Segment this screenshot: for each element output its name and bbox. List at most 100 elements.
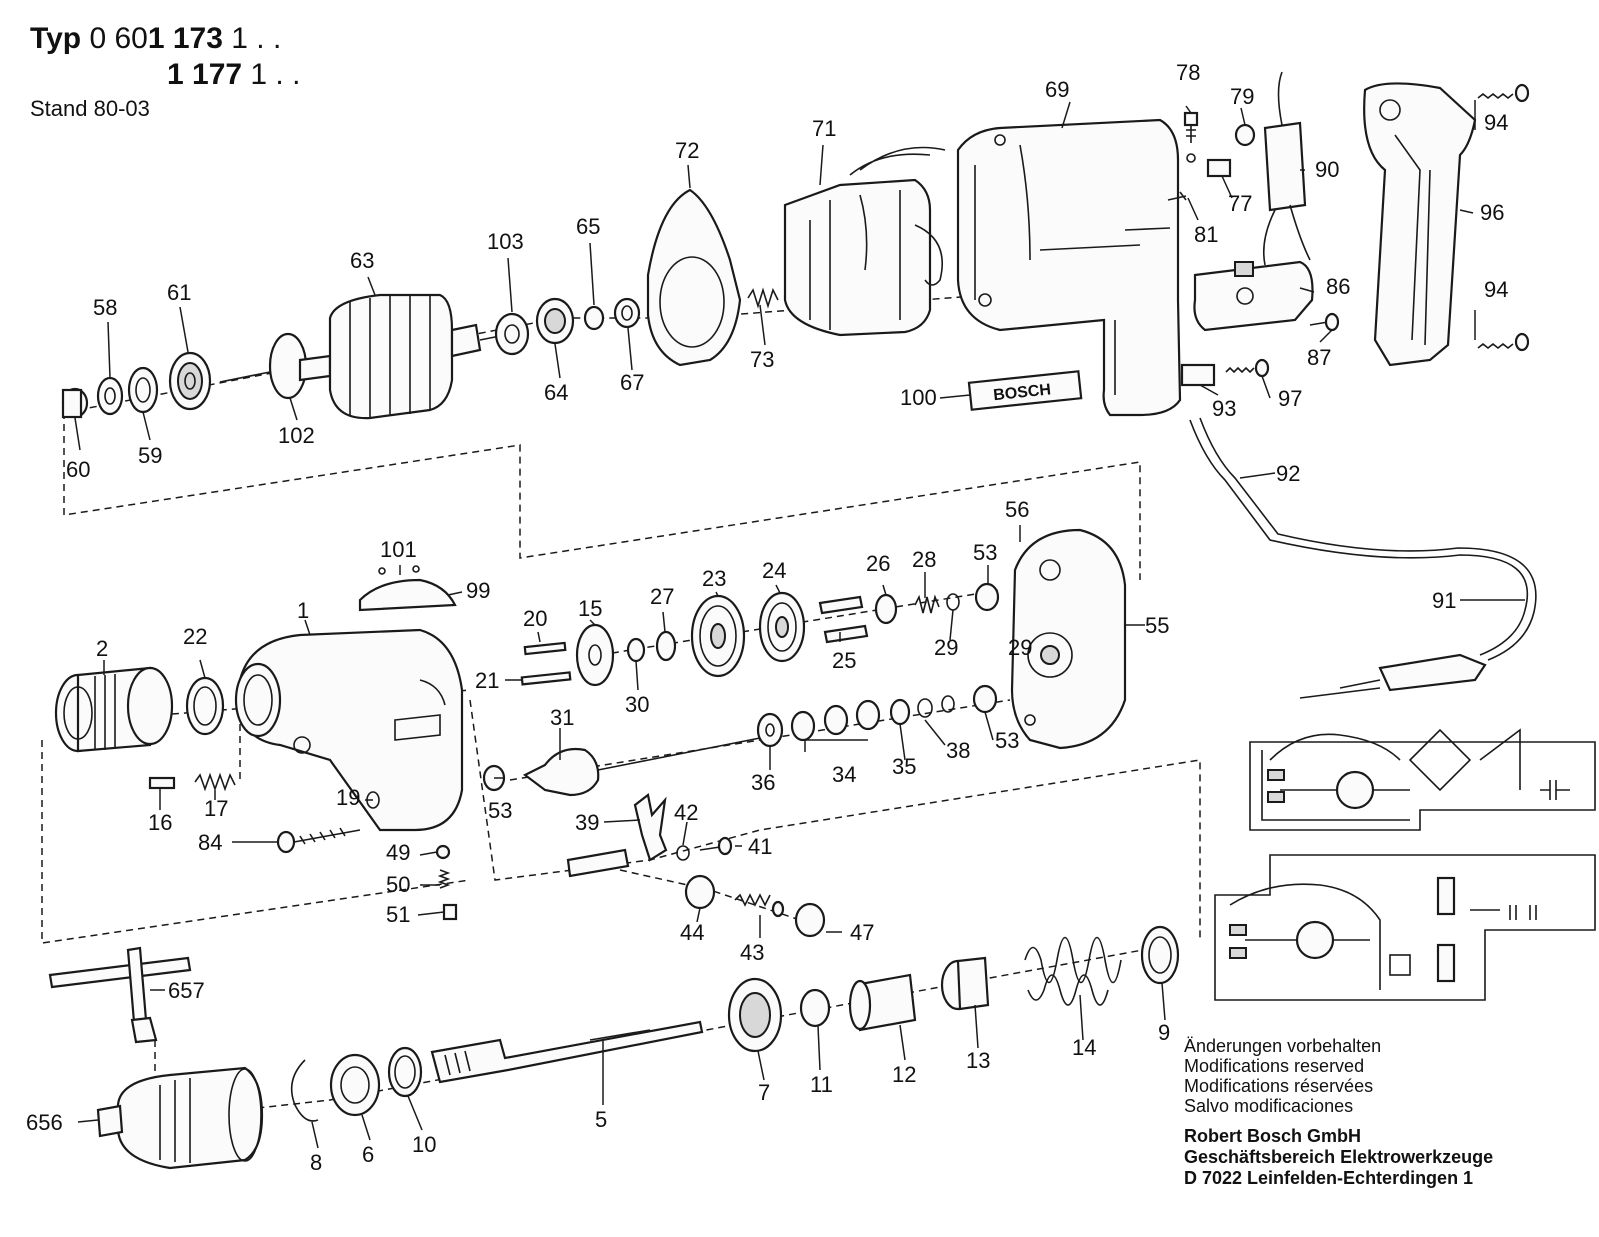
part-2-chuck-sleeve (54, 666, 174, 753)
note-en: Modifications reserved (1184, 1056, 1365, 1076)
label-103: 103 (487, 229, 524, 254)
part-64-bearing (535, 297, 575, 345)
part-29b-ring (941, 695, 955, 713)
part-96-handle (1363, 82, 1477, 367)
label-26: 26 (866, 551, 890, 576)
label-49: 49 (386, 840, 410, 865)
typ-suffix-2: 1 . . (242, 58, 301, 91)
label-38: 38 (946, 738, 970, 763)
modification-notes: Änderungen vorbehalten Modifications res… (1184, 1036, 1381, 1116)
label-47: 47 (850, 920, 874, 945)
note-es: Salvo modificaciones (1184, 1096, 1354, 1116)
part-13-sleeve (940, 956, 990, 1011)
label-13: 13 (966, 1048, 990, 1073)
leader-lines (74, 100, 1525, 1149)
typ-prefix: 0 60 (89, 22, 148, 55)
wiring-schematic-2 (1214, 854, 1596, 1001)
company-name: Robert Bosch GmbH (1184, 1126, 1362, 1146)
label-22: 22 (183, 624, 207, 649)
label-73: 73 (750, 347, 774, 372)
label-67: 67 (620, 370, 644, 395)
part-78-screw (1183, 111, 1199, 163)
label-55: 55 (1145, 613, 1169, 638)
part-100-nameplate: BOSCH (967, 370, 1083, 411)
label-657: 657 (168, 978, 205, 1003)
part-42-ring (676, 845, 690, 861)
label-99: 99 (466, 578, 490, 603)
label-31: 31 (550, 705, 574, 730)
part-20-21-pins (520, 641, 572, 686)
part-81-screw (1167, 191, 1187, 201)
label-94a: 94 (1484, 110, 1508, 135)
type-designation-2: 1 177 1 . . (167, 58, 300, 92)
part-8-circlip (290, 1059, 319, 1122)
label-96: 96 (1480, 200, 1504, 225)
part-number-labels: 69 71 72 65 103 63 61 58 59 60 102 64 67… (26, 60, 1508, 1175)
label-90: 90 (1315, 157, 1339, 182)
label-79: 79 (1230, 84, 1254, 109)
note-de: Änderungen vorbehalten (1184, 1036, 1382, 1056)
label-30: 30 (625, 692, 649, 717)
part-7-bearing (727, 977, 783, 1053)
company-address: Robert Bosch GmbH Geschäftsbereich Elekt… (1184, 1126, 1493, 1189)
typ-number-2: 1 177 (167, 58, 243, 91)
label-78: 78 (1176, 60, 1200, 85)
label-84: 84 (198, 830, 222, 855)
label-72: 72 (675, 138, 699, 163)
label-29b: 29 (1008, 635, 1032, 660)
part-94-screws (1477, 83, 1530, 352)
part-6-ring (329, 1053, 381, 1117)
label-20: 20 (523, 606, 547, 631)
label-91: 91 (1432, 588, 1456, 613)
label-53c: 53 (995, 728, 1019, 753)
part-39-shift-fork (633, 793, 668, 862)
part-38-ring (917, 698, 933, 718)
label-35: 35 (892, 754, 916, 779)
part-50-spring (437, 869, 451, 889)
typ-suffix-1: 1 . . (222, 22, 282, 55)
label-41: 41 (748, 834, 772, 859)
part-87-screw (1309, 312, 1340, 332)
label-16: 16 (148, 810, 172, 835)
typ-number-1: 1 173 (147, 22, 223, 55)
label-24: 24 (762, 558, 786, 583)
label-59: 59 (138, 443, 162, 468)
label-6: 6 (362, 1142, 374, 1167)
part-27-ring (655, 630, 677, 662)
part-86-switch (1193, 260, 1314, 332)
part-43-screw (734, 893, 785, 918)
label-15: 15 (578, 596, 602, 621)
part-73-spring (747, 287, 779, 309)
label-65: 65 (576, 214, 600, 239)
typ-label: Typ (30, 22, 82, 55)
part-71-field-coil (783, 146, 946, 337)
part-5-spindle (430, 1020, 704, 1084)
part-72-baffle (646, 188, 742, 367)
label-25: 25 (832, 648, 856, 673)
label-93: 93 (1212, 396, 1236, 421)
company-location: D 7022 Leinfelden-Echterdingen 1 (1184, 1168, 1474, 1188)
label-94b: 94 (1484, 277, 1508, 302)
company-division: Geschäftsbereich Elektrowerkzeuge (1184, 1147, 1494, 1167)
part-63-armature (219, 293, 501, 420)
part-36-washer (756, 712, 784, 748)
label-51: 51 (386, 902, 410, 927)
label-63: 63 (350, 248, 374, 273)
label-61: 61 (167, 280, 191, 305)
part-10-washer (387, 1046, 423, 1098)
label-10: 10 (412, 1132, 436, 1157)
part-24-gear (758, 591, 806, 663)
part-69-motor-housing (956, 118, 1182, 417)
label-71: 71 (812, 116, 836, 141)
part-16-pin (148, 776, 176, 790)
part-25-bracket (818, 595, 869, 644)
label-19: 19 (336, 785, 360, 810)
nameplate-text: BOSCH (993, 381, 1052, 404)
label-60: 60 (66, 457, 90, 482)
part-47-cap (794, 902, 826, 938)
label-53a: 53 (973, 540, 997, 565)
label-64: 64 (544, 380, 568, 405)
label-92: 92 (1276, 461, 1300, 486)
label-17: 17 (204, 796, 228, 821)
label-11: 11 (810, 1072, 833, 1097)
